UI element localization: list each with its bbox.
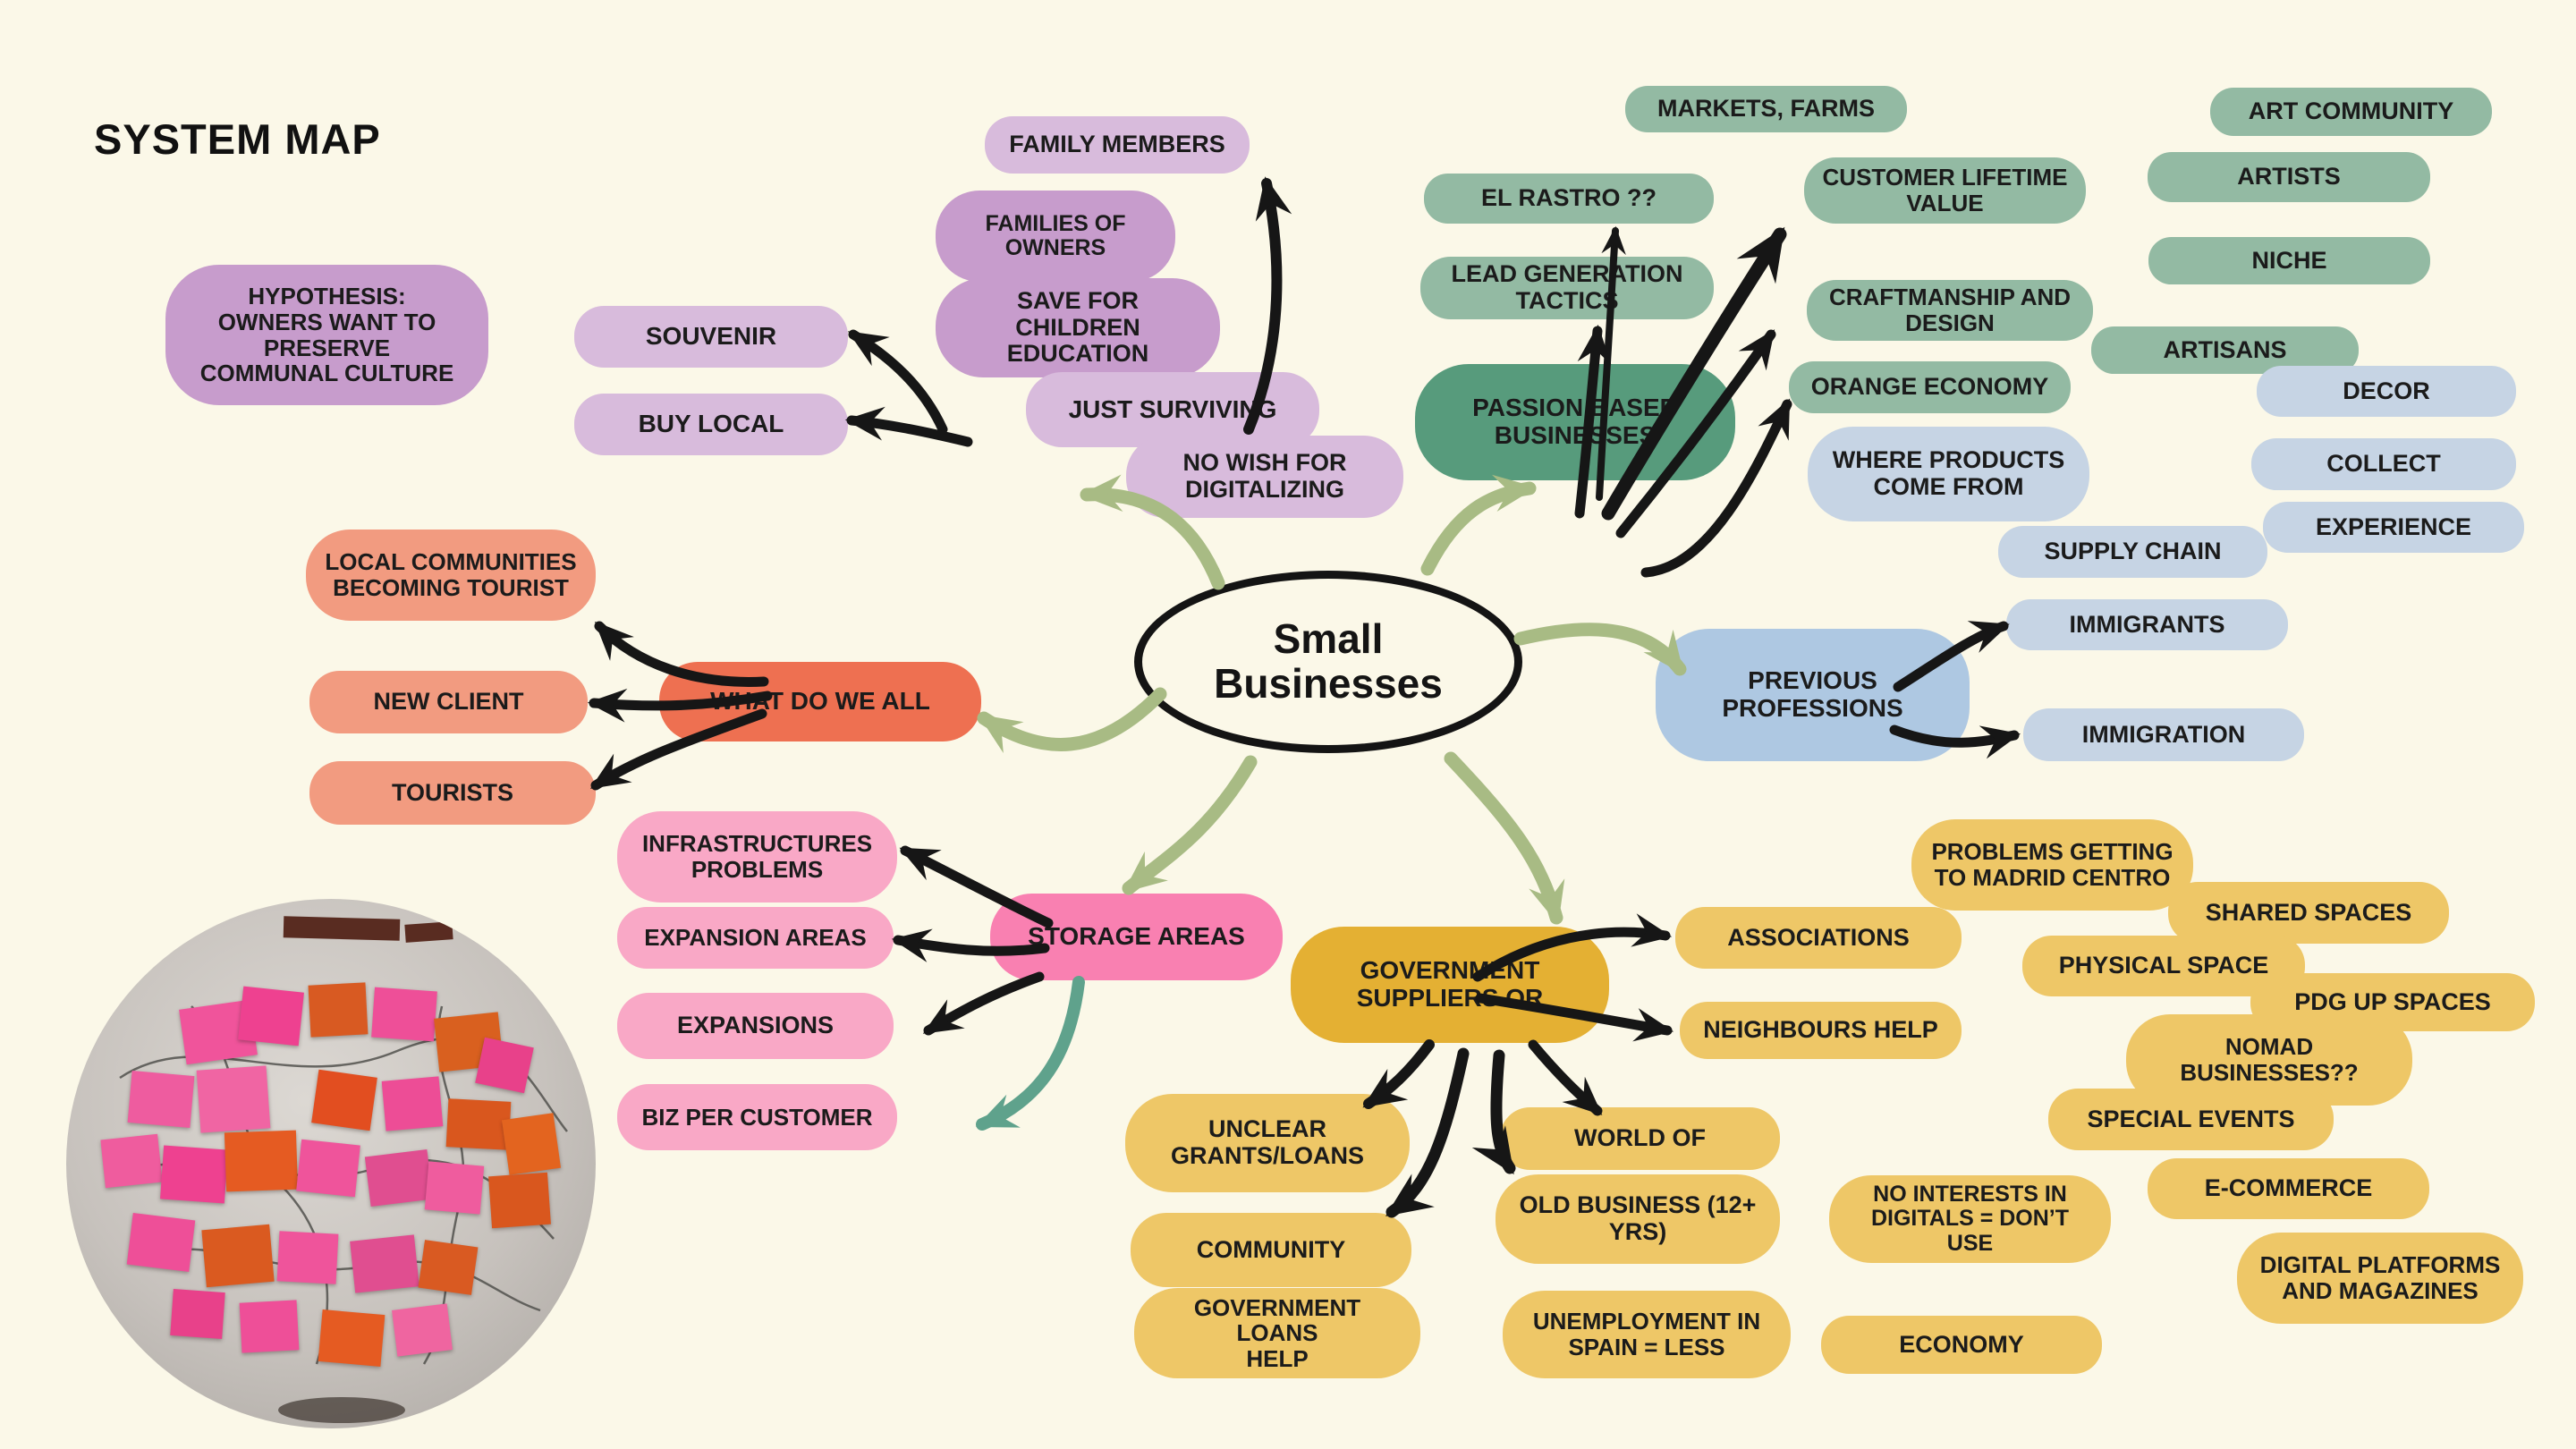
photo-sticky-note — [126, 1213, 196, 1273]
photo-tape — [283, 916, 401, 941]
photo-shadow — [277, 1396, 405, 1424]
node-families-of-owners: FAMILIES OF OWNERS — [936, 191, 1175, 282]
photo-sticky-note — [318, 1309, 386, 1367]
photo-sticky-note — [502, 1112, 562, 1175]
arrow-center-to-passion — [1420, 474, 1537, 576]
node-niche: NICHE — [2148, 237, 2430, 284]
node-where-products-come-from: WHERE PRODUCTS COME FROM — [1808, 427, 2089, 521]
node-government-loans-help: GOVERNMENT LOANS HELP — [1134, 1288, 1420, 1378]
photo-sticky-note — [365, 1149, 434, 1208]
node-souvenir: SOUVENIR — [574, 306, 848, 368]
photo-sticky-note — [296, 1140, 361, 1198]
photo-sticky-note — [349, 1234, 419, 1293]
node-family-members: FAMILY MEMBERS — [985, 116, 1250, 174]
node-government-suppliers-or: GOVERNMENT SUPPLIERS OR — [1291, 927, 1609, 1043]
photo-sticky-note — [474, 1037, 534, 1094]
node-unclear-grants-loans: UNCLEAR GRANTS/LOANS — [1125, 1094, 1410, 1192]
node-customer-lifetime-value: CUSTOMER LIFETIME VALUE — [1804, 157, 2086, 224]
photo-sticky-note — [392, 1303, 453, 1357]
node-e-commerce: E-COMMERCE — [2148, 1158, 2429, 1219]
node-old-business-12-yrs: OLD BUSINESS (12+ YRS) — [1496, 1174, 1780, 1264]
node-decor: DECOR — [2257, 366, 2516, 417]
node-storage-areas: STORAGE AREAS — [990, 894, 1283, 980]
node-infrastructures-problems: INFRASTRUCTURES PROBLEMS — [617, 811, 897, 902]
node-immigration: IMMIGRATION — [2023, 708, 2304, 761]
node-associations: ASSOCIATIONS — [1675, 907, 1962, 969]
node-economy: ECONOMY — [1821, 1316, 2102, 1374]
photo-sticky-note — [159, 1145, 228, 1204]
node-unemployment-in-spain-less: UNEMPLOYMENT IN SPAIN = LESS — [1503, 1291, 1791, 1378]
node-what-do-we-all: WHAT DO WE ALL — [659, 662, 981, 741]
arrow-to-unclear-grants-loans — [1362, 1039, 1435, 1109]
arrow-center-to-what-do-we-all — [977, 687, 1167, 754]
photo-tape — [404, 920, 453, 943]
node-previous-professions: PREVIOUS PROFESSIONS — [1656, 629, 1970, 761]
node-tourists: TOURISTS — [309, 761, 596, 825]
sticky-notes-photo — [66, 899, 596, 1428]
node-orange-economy: ORANGE ECONOMY — [1789, 361, 2071, 413]
node-save-for-children-education: SAVE FOR CHILDREN EDUCATION — [936, 278, 1220, 377]
node-special-events: SPECIAL EVENTS — [2048, 1089, 2334, 1150]
photo-sticky-note — [418, 1239, 479, 1295]
photo-sticky-note — [238, 986, 305, 1046]
node-craftmanship-and-design: CRAFTMANSHIP AND DESIGN — [1807, 280, 2093, 341]
arrow-to-expansions — [922, 971, 1045, 1036]
node-local-communities-becoming-tourist: LOCAL COMMUNITIES BECOMING TOURIST — [306, 530, 596, 621]
arrow-center-to-storage-areas — [1122, 755, 1258, 895]
node-artists: ARTISTS — [2148, 152, 2430, 202]
node-new-client: NEW CLIENT — [309, 671, 588, 733]
arrow-to-biz-per-customer — [975, 976, 1085, 1131]
center-topic-ellipse: Small Businesses — [1134, 571, 1522, 753]
photo-sticky-note — [239, 1300, 300, 1353]
arrow-center-to-previous-professions — [1513, 623, 1687, 676]
photo-sticky-note — [311, 1070, 378, 1131]
photo-sticky-note — [127, 1071, 195, 1129]
node-biz-per-customer: BIZ PER CUSTOMER — [617, 1084, 897, 1150]
node-expansions: EXPANSIONS — [617, 993, 894, 1059]
node-problems-getting-to-madrid-centro: PROBLEMS GETTING TO MADRID CENTRO — [1911, 819, 2193, 911]
node-immigrants: IMMIGRANTS — [2006, 599, 2288, 650]
photo-sticky-note — [381, 1076, 444, 1131]
photo-shadow — [97, 1375, 173, 1408]
node-community: COMMUNITY — [1131, 1213, 1411, 1287]
arrow-center-to-government — [1444, 751, 1565, 925]
photo-sticky-note — [308, 982, 369, 1038]
node-el-rastro: EL RASTRO ?? — [1424, 174, 1714, 224]
node-neighbours-help: NEIGHBOURS HELP — [1680, 1002, 1962, 1059]
node-digital-platforms-and-magazines: DIGITAL PLATFORMS AND MAGAZINES — [2237, 1233, 2523, 1324]
photo-sticky-note — [371, 987, 438, 1041]
node-expansion-areas: EXPANSION AREAS — [617, 907, 894, 969]
arrow-to-buy-local — [844, 406, 973, 447]
center-topic-label: Small Businesses — [1214, 615, 1443, 707]
arrow-to-souvenir — [847, 329, 948, 435]
node-experience: EXPERIENCE — [2263, 502, 2524, 553]
photo-sticky-note — [487, 1172, 551, 1229]
node-no-wish-for-digitalizing: NO WISH FOR DIGITALIZING — [1126, 436, 1403, 518]
node-buy-local: BUY LOCAL — [574, 394, 848, 455]
node-shared-spaces: SHARED SPACES — [2168, 882, 2449, 944]
node-passion-based-businesses: PASSION BASED BUSINESSES — [1415, 364, 1735, 480]
photo-sticky-note — [170, 1289, 226, 1340]
photo-sticky-note — [196, 1065, 271, 1134]
node-supply-chain: SUPPLY CHAIN — [1998, 526, 2267, 578]
node-physical-space: PHYSICAL SPACE — [2022, 936, 2305, 996]
node-hypothesis: HYPOTHESIS: OWNERS WANT TO PRESERVE COMM… — [165, 265, 488, 405]
photo-sticky-note — [100, 1134, 164, 1189]
photo-sticky-note — [424, 1161, 484, 1215]
photo-sticky-note — [201, 1224, 275, 1288]
page-title: SYSTEM MAP — [94, 115, 381, 163]
photo-sticky-note — [224, 1131, 298, 1192]
photo-sticky-note — [276, 1231, 339, 1284]
node-world-of: WORLD OF — [1500, 1107, 1780, 1170]
node-art-community: ART COMMUNITY — [2210, 88, 2492, 136]
arrow-to-world-of — [1528, 1039, 1603, 1116]
node-lead-generation-tactics: LEAD GENERATION TACTICS — [1420, 257, 1714, 319]
node-no-interests-in-digitals: NO INTERESTS IN DIGITALS = DON’T USE — [1829, 1175, 2111, 1263]
node-markets-farms: MARKETS, FARMS — [1625, 86, 1907, 132]
node-collect: COLLECT — [2251, 438, 2516, 490]
